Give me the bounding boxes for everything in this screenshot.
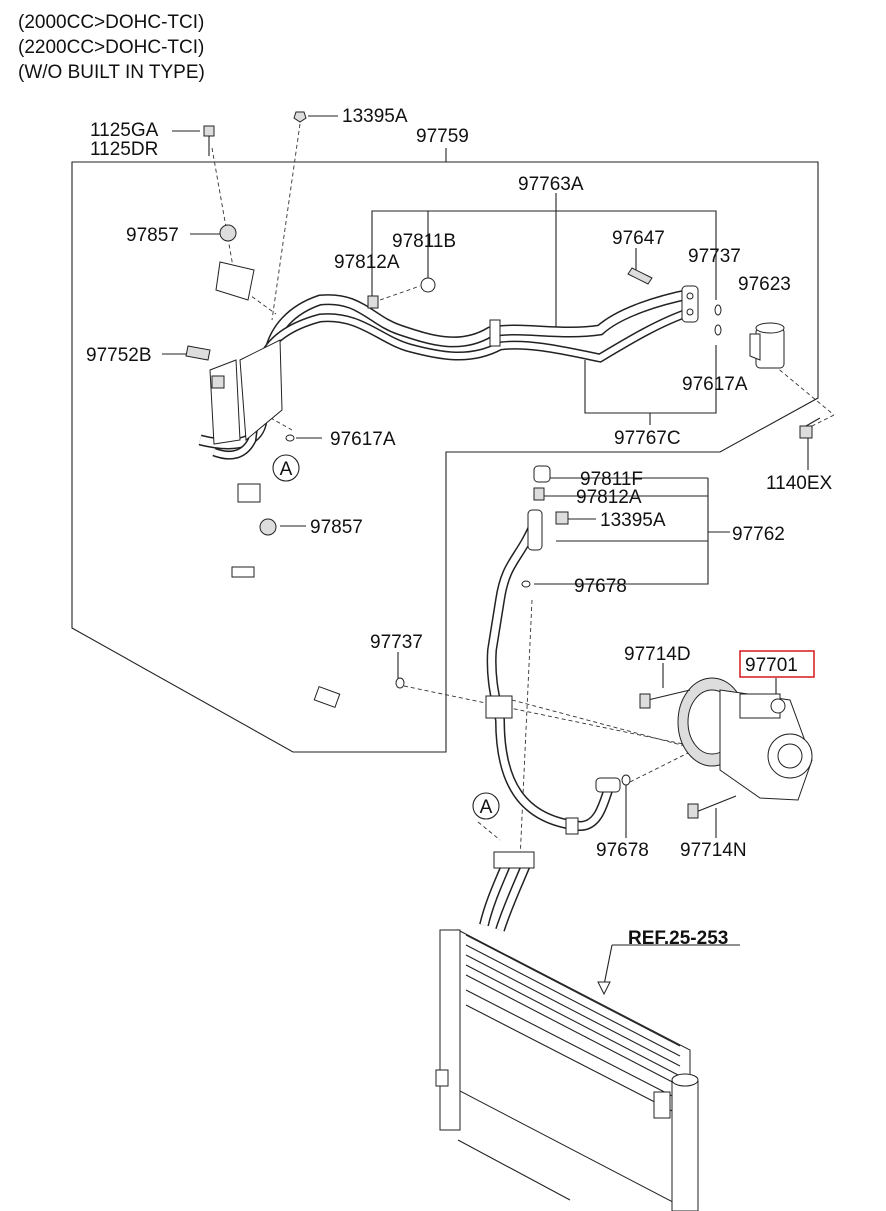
svg-text:A: A [280, 459, 293, 480]
part-label-97857-mid[interactable]: 97857 [310, 517, 363, 538]
part-label-97812a-top[interactable]: 97812A [334, 252, 400, 273]
part-label-97759[interactable]: 97759 [416, 126, 469, 147]
header-line-1: (2000CC>DOHC-TCI) [18, 12, 205, 33]
part-label-97678-low[interactable]: 97678 [596, 840, 649, 861]
fasteners [185, 111, 821, 819]
part-label-13395a-top[interactable]: 13395A [342, 106, 408, 127]
part-label-97701[interactable]: 97701 [745, 655, 798, 676]
part-label-97678-mid[interactable]: 97678 [574, 576, 627, 597]
part-label-97647[interactable]: 97647 [612, 228, 665, 249]
suction-hose-left [217, 481, 395, 714]
condenser [435, 929, 699, 1211]
part-label-1140ex[interactable]: 1140EX [766, 473, 833, 494]
svg-text:A: A [480, 797, 493, 818]
part-label-97737-top[interactable]: 97737 [688, 246, 741, 267]
part-label-97714d[interactable]: 97714D [624, 644, 691, 665]
part-label-97617a-right[interactable]: 97617A [682, 374, 748, 395]
part-label-97767c[interactable]: 97767C [614, 428, 681, 449]
header-line-3: (W/O BUILT IN TYPE) [18, 62, 205, 83]
part-label-97857-top[interactable]: 97857 [126, 225, 179, 246]
part-label-13395a-mid[interactable]: 13395A [600, 510, 666, 531]
part-label-97737-low[interactable]: 97737 [370, 632, 423, 653]
marker-a-1: A [272, 454, 300, 482]
highlight-box-97701 [739, 650, 815, 678]
part-label-97812a-mid[interactable]: 97812A [576, 487, 642, 508]
discharge-hose [485, 518, 615, 835]
part-label-97752b[interactable]: 97752B [86, 345, 152, 366]
part-label-97762[interactable]: 97762 [732, 524, 785, 545]
upper-tube-assembly [198, 285, 699, 460]
leader-lines [162, 115, 809, 996]
part-label-97811b[interactable]: 97811B [392, 231, 456, 252]
part-label-97811f[interactable]: 97811F [580, 469, 643, 490]
part-label-1125dr[interactable]: 1125DR [90, 139, 158, 160]
part-label-97763a[interactable]: 97763A [518, 174, 584, 195]
ref-label[interactable]: REF.25-253 [628, 928, 728, 949]
part-label-1125ga[interactable]: 1125GA [90, 120, 159, 141]
header-line-2: (2200CC>DOHC-TCI) [18, 37, 205, 58]
part-label-97617a-left[interactable]: 97617A [330, 429, 396, 450]
condenser-inlet-tubes [479, 851, 535, 932]
part-label-97623[interactable]: 97623 [738, 274, 791, 295]
assembly-boundary [71, 161, 819, 753]
compressor [677, 677, 813, 801]
part-label-97714n[interactable]: 97714N [680, 840, 747, 861]
marker-a-2: A [472, 792, 500, 820]
